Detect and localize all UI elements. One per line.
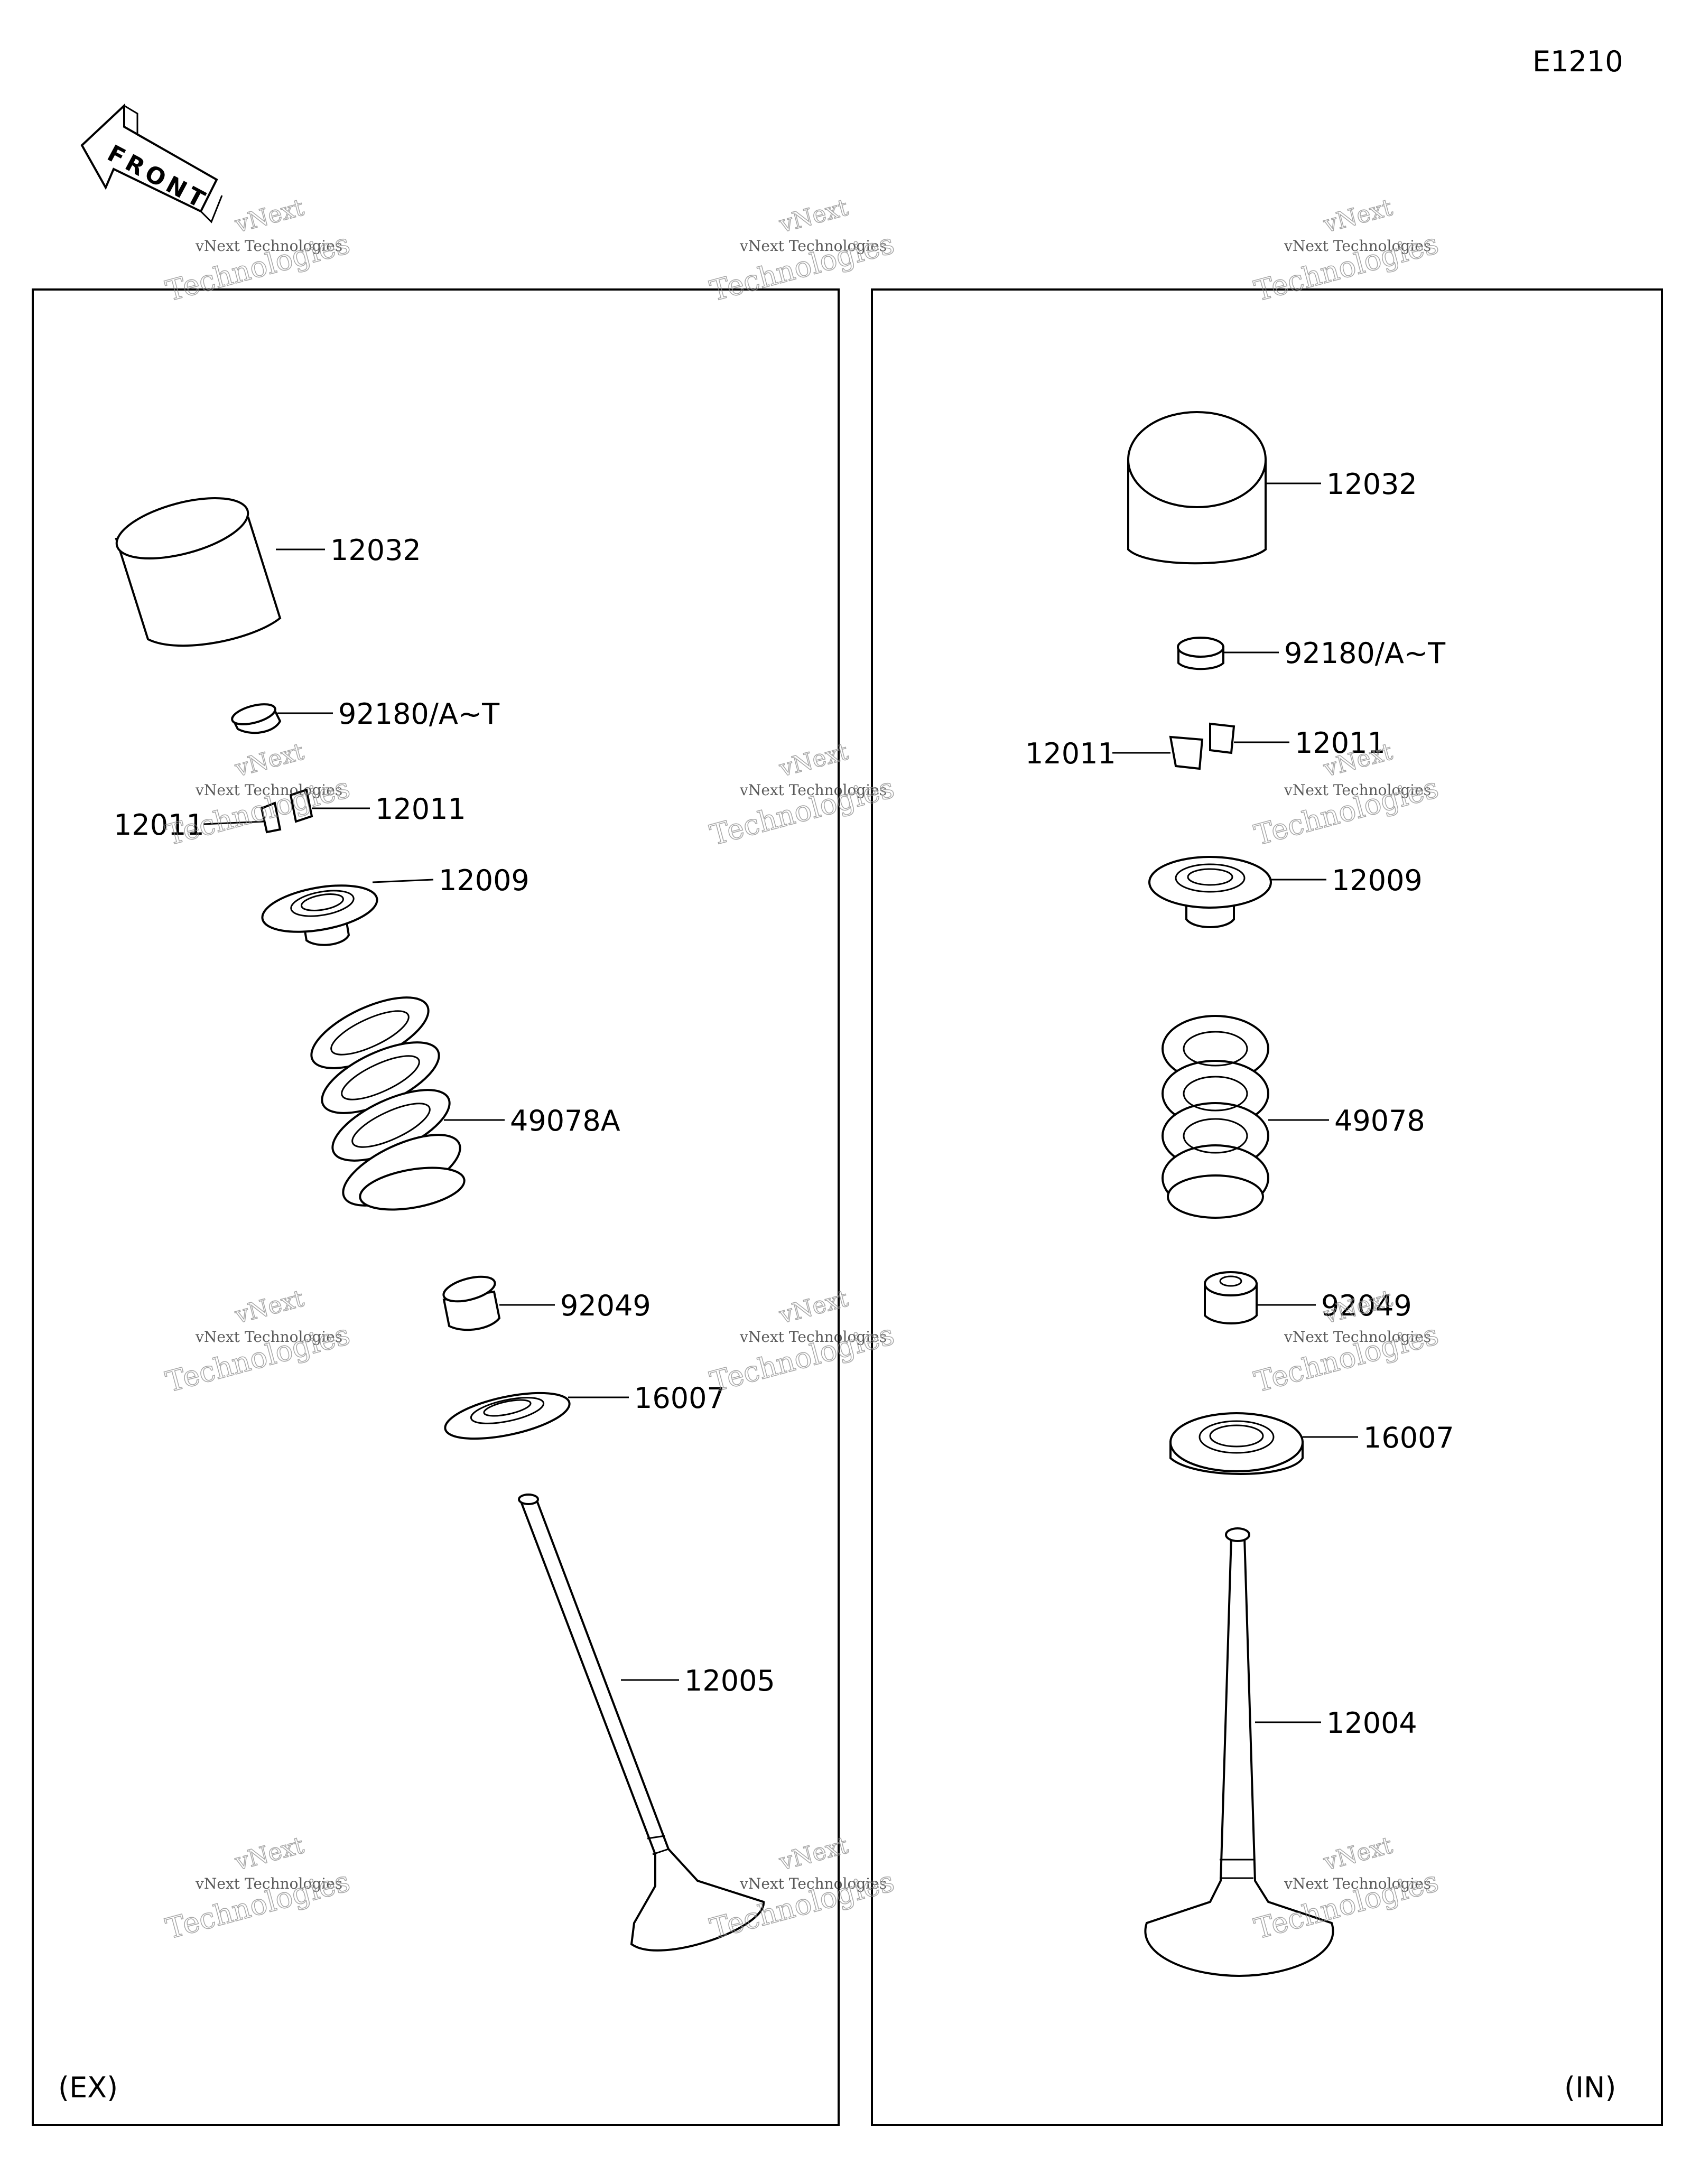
ex-spring-seat-callout: 16007 <box>634 1382 725 1415</box>
svg-text:vNext: vNext <box>232 1832 307 1876</box>
svg-text:vNext Technologies: vNext Technologies <box>739 237 887 255</box>
ex-cotter-left-callout: 12011 <box>114 808 205 842</box>
ex-tappet-icon <box>115 497 282 647</box>
svg-text:vNext Technologies: vNext Technologies <box>1284 237 1431 255</box>
in-tappet-callout: 12032 <box>1326 468 1417 501</box>
svg-text:vNext Technologies: vNext Technologies <box>195 1328 342 1346</box>
in-valve-callout: 12004 <box>1326 1706 1417 1740</box>
in-cotter-icon <box>1169 722 1235 770</box>
in-spring-seat-callout: 16007 <box>1363 1421 1454 1454</box>
svg-text:vNext: vNext <box>1321 1832 1396 1876</box>
svg-text:vNext Technologies: vNext Technologies <box>1284 1875 1431 1892</box>
watermark: vNext Technologies vNext Technologies <box>1250 738 1442 852</box>
ex-cotter-icon <box>260 788 313 834</box>
svg-text:vNext Technologies: vNext Technologies <box>739 781 887 799</box>
diagram-code: E1210 <box>1532 45 1623 78</box>
svg-text:vNext Technologies: vNext Technologies <box>195 1875 342 1892</box>
svg-text:vNext: vNext <box>232 1285 307 1329</box>
svg-text:vNext: vNext <box>1321 194 1396 238</box>
ex-retainer-icon <box>261 884 378 946</box>
panel-ex <box>32 288 840 2126</box>
in-spring-icon <box>1162 1015 1269 1219</box>
in-spring-seat-icon <box>1169 1412 1304 1475</box>
ex-seal-icon <box>442 1275 501 1331</box>
in-cotter-left-callout: 12011 <box>1025 737 1116 770</box>
ex-valve-callout: 12005 <box>684 1664 775 1697</box>
svg-text:vNext: vNext <box>232 194 307 238</box>
svg-text:vNext Technologies: vNext Technologies <box>195 237 342 255</box>
in-retainer-callout: 12009 <box>1332 864 1423 897</box>
in-shim-callout: 92180/A~T <box>1284 637 1446 670</box>
in-cotter-right-callout: 12011 <box>1295 726 1386 760</box>
watermark: vNext Technologies vNext Technologies <box>706 1284 898 1399</box>
svg-text:vNext: vNext <box>232 738 307 782</box>
svg-text:vNext Technologies: vNext Technologies <box>1284 1328 1431 1346</box>
ex-spring-icon <box>310 996 466 1211</box>
svg-text:vNext: vNext <box>776 1832 851 1876</box>
svg-text:vNext Technologies: vNext Technologies <box>195 781 342 799</box>
svg-text:vNext: vNext <box>776 1285 851 1329</box>
watermark: vNext Technologies vNext Technologies <box>162 1284 354 1399</box>
in-seal-callout: 92049 <box>1321 1289 1412 1322</box>
watermark: vNext Technologies vNext Technologies <box>1250 1284 1442 1399</box>
in-retainer-icon <box>1148 856 1272 928</box>
ex-spring-callout: 49078A <box>510 1104 620 1137</box>
in-tappet-icon <box>1127 411 1267 565</box>
ex-valve-icon <box>518 1494 765 1952</box>
watermark: vNext Technologies vNext Technologies <box>706 193 898 308</box>
watermark: vNext Technologies vNext Technologies <box>1250 193 1442 308</box>
ex-cotter-right-callout: 12011 <box>375 792 466 826</box>
svg-text:vNext: vNext <box>776 738 851 782</box>
watermark: vNext Technologies vNext Technologies <box>162 1831 354 1946</box>
in-shim-icon <box>1177 637 1224 670</box>
ex-shim-icon <box>231 703 282 734</box>
svg-text:vNext: vNext <box>776 194 851 238</box>
front-arrow-icon: FRONT <box>80 103 223 223</box>
ex-seal-callout: 92049 <box>560 1289 651 1322</box>
watermark: vNext Technologies vNext Technologies <box>706 738 898 852</box>
ex-retainer-callout: 12009 <box>439 864 529 897</box>
in-valve-icon <box>1144 1527 1334 1977</box>
ex-shim-callout: 92180/A~T <box>338 697 500 731</box>
ex-tappet-callout: 12032 <box>330 534 421 567</box>
panel-in-label: (IN) <box>1564 2071 1616 2104</box>
watermark: vNext Technologies vNext Technologies <box>1250 1831 1442 1946</box>
watermark: vNext Technologies vNext Technologies <box>162 193 354 308</box>
in-spring-callout: 49078 <box>1334 1104 1425 1137</box>
svg-text:vNext Technologies: vNext Technologies <box>739 1328 887 1346</box>
svg-text:vNext Technologies: vNext Technologies <box>1284 781 1431 799</box>
watermark: vNext Technologies vNext Technologies <box>706 1831 898 1946</box>
ex-spring-seat-icon <box>444 1392 571 1440</box>
in-seal-icon <box>1204 1271 1258 1324</box>
panel-in <box>871 288 1663 2126</box>
panel-ex-label: (EX) <box>58 2071 118 2104</box>
svg-text:vNext Technologies: vNext Technologies <box>739 1875 887 1892</box>
watermark: vNext Technologies vNext Technologies <box>162 738 354 852</box>
